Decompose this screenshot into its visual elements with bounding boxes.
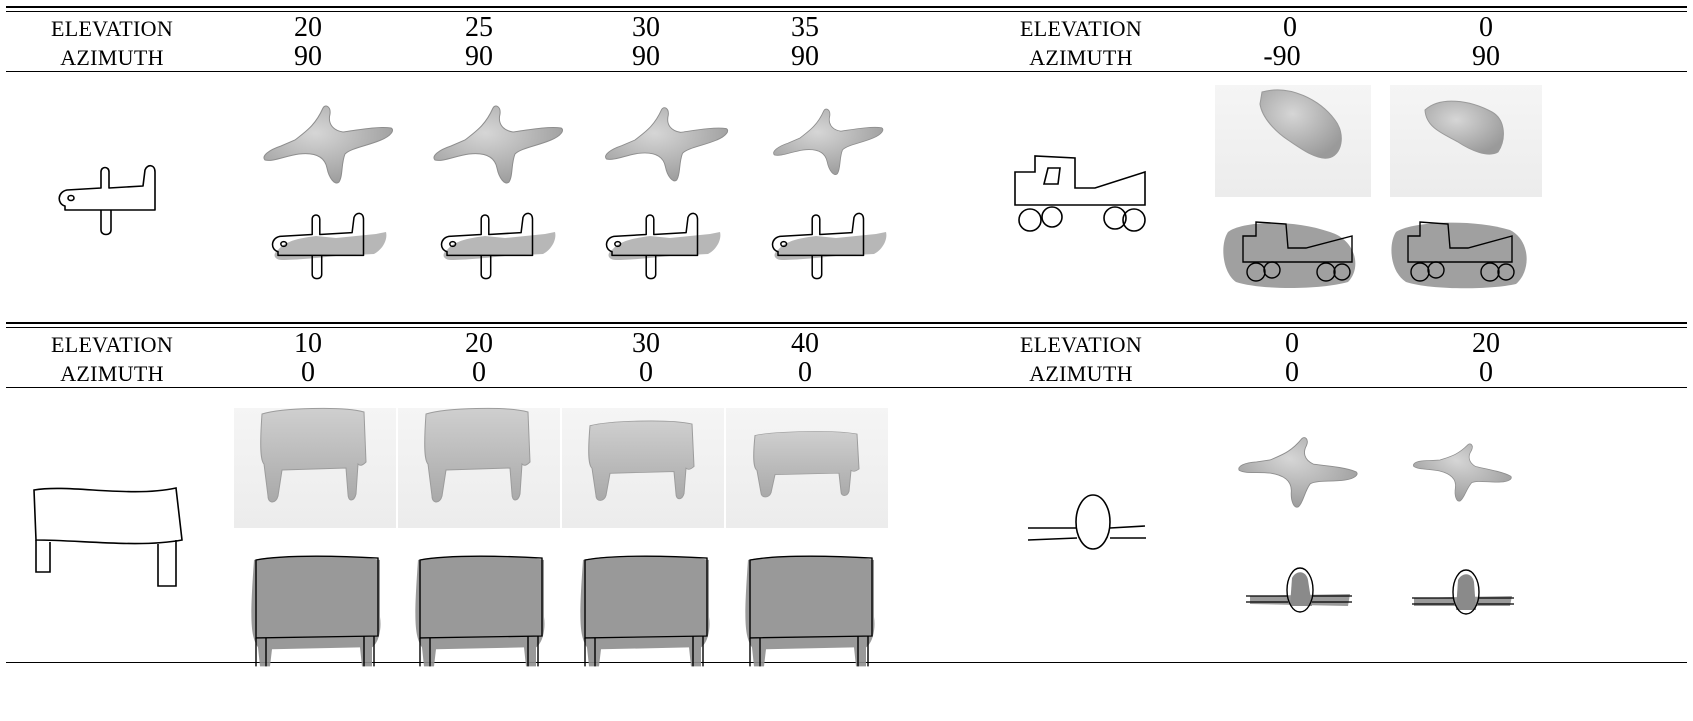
azimuth-value: 0 [472,357,486,388]
azimuth-label-bottom-right: AZIMUTH [1029,361,1133,386]
plane-front-overlay-1 [1246,567,1352,613]
elevation-value: 20 [1472,328,1500,359]
azimuth-label-top-right: AZIMUTH [1029,45,1133,70]
azimuth-value: 0 [798,357,812,388]
azimuth-value: 0 [1285,357,1299,388]
azimuth-value: 90 [632,41,660,72]
elevation-value: 0 [1283,12,1297,43]
elevation-value: 40 [791,328,819,359]
azimuth-label-bottom-left: AZIMUTH [60,361,164,386]
azimuth-value: 90 [294,41,322,72]
azimuth-value: 90 [465,41,493,72]
elevation-label-top-right: ELEVATION [1019,16,1143,41]
elevation-value: 25 [465,12,493,43]
azimuth-value: 0 [301,357,315,388]
elevation-value: 0 [1479,12,1493,43]
azimuth-value: 90 [791,41,819,72]
bottom-rule [6,662,1687,663]
azimuth-value: 0 [639,357,653,388]
top-rule-2 [6,11,1687,12]
mid-rule-2 [6,327,1687,328]
azimuth-label-top-left: AZIMUTH [60,45,164,70]
mid-rule-1 [6,322,1687,324]
header-rule-bottom [6,387,1687,388]
elevation-value: 35 [791,12,819,43]
plane-front-sketch [1027,494,1146,550]
elevation-value: 30 [632,12,660,43]
elevation-value: 30 [632,328,660,359]
elevation-label-top-left: ELEVATION [50,16,174,41]
azimuth-value: 90 [1472,41,1500,72]
elevation-value: 20 [465,328,493,359]
azimuth-value: 0 [1479,357,1493,388]
header-rule-top [6,71,1687,72]
azimuth-value: -90 [1263,41,1301,72]
top-rule-1 [6,6,1687,8]
table-sketch [33,487,183,587]
elevation-value: 0 [1285,328,1299,359]
elevation-value: 10 [294,328,322,359]
elevation-value: 20 [294,12,322,43]
elevation-label-bottom-right: ELEVATION [1019,332,1143,357]
truck-sketch [1014,155,1146,232]
plane-front-overlay-2 [1412,569,1514,615]
elevation-label-bottom-left: ELEVATION [50,332,174,357]
